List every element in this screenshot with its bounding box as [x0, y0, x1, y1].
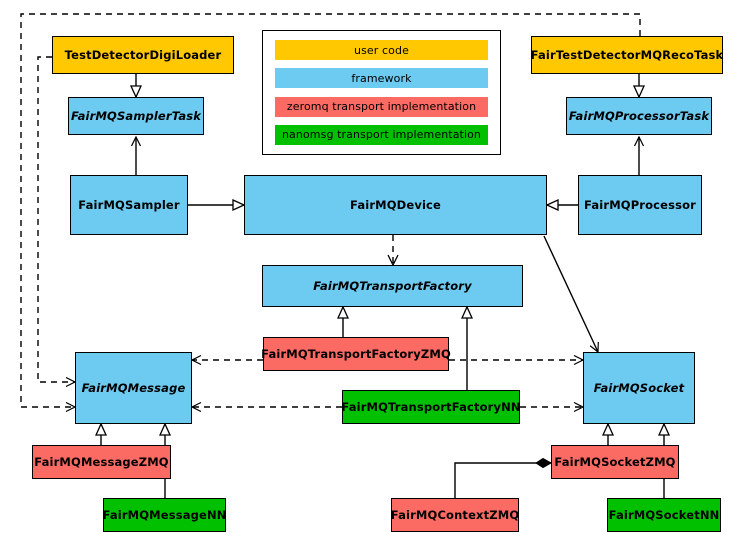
legend-panel: user code framework zeromq transport imple…: [262, 30, 501, 155]
legend-item-zeromq: zeromq transport implementation: [275, 96, 488, 117]
edge-digiloader-message: [37, 56, 75, 382]
class-node-fairmqsocketnn[interactable]: FairMQSocketNN: [607, 498, 721, 532]
class-node-fairmqmessagenn[interactable]: FairMQMessageNN: [103, 498, 226, 532]
class-node-fairtestdetectormqrecotask[interactable]: FairTestDetectorMQRecoTask: [531, 36, 723, 74]
legend-item-user-code: user code: [275, 40, 488, 60]
class-node-fairmqprocessortask[interactable]: FairMQProcessorTask: [566, 97, 712, 135]
class-node-testdetectordigiloader[interactable]: TestDetectorDigiLoader: [52, 36, 234, 74]
class-node-fairmqtransportfactoryzmq[interactable]: FairMQTransportFactoryZMQ: [261, 337, 451, 371]
class-node-fairmqtransportfactory[interactable]: FairMQTransportFactory: [262, 265, 523, 307]
class-node-fairmqsampler[interactable]: FairMQSampler: [70, 175, 188, 235]
class-node-fairmqmessagezmq[interactable]: FairMQMessageZMQ: [32, 445, 171, 479]
edge-contextzmq-socketzmq: [454, 457, 553, 498]
class-node-fairmqtransportfactorynn[interactable]: FairMQTransportFactoryNN: [341, 390, 521, 424]
class-node-fairmqcontextzmq[interactable]: FairMQContextZMQ: [391, 498, 519, 532]
class-node-fairmqsamplertask[interactable]: FairMQSamplerTask: [68, 97, 204, 135]
class-node-fairmqdevice[interactable]: FairMQDevice: [244, 175, 547, 235]
edge-recotask-message: [20, 13, 641, 407]
class-node-fairmqsocketzmq[interactable]: FairMQSocketZMQ: [551, 445, 679, 479]
class-node-fairmqprocessor[interactable]: FairMQProcessor: [578, 175, 702, 235]
legend-item-nanomsg: nanomsg transport implementation: [275, 124, 488, 145]
class-node-fairmqsocket[interactable]: FairMQSocket: [583, 352, 695, 424]
class-node-fairmqmessage[interactable]: FairMQMessage: [75, 352, 192, 424]
legend-item-framework: framework: [275, 68, 488, 89]
edge-device-socket: [543, 235, 598, 352]
